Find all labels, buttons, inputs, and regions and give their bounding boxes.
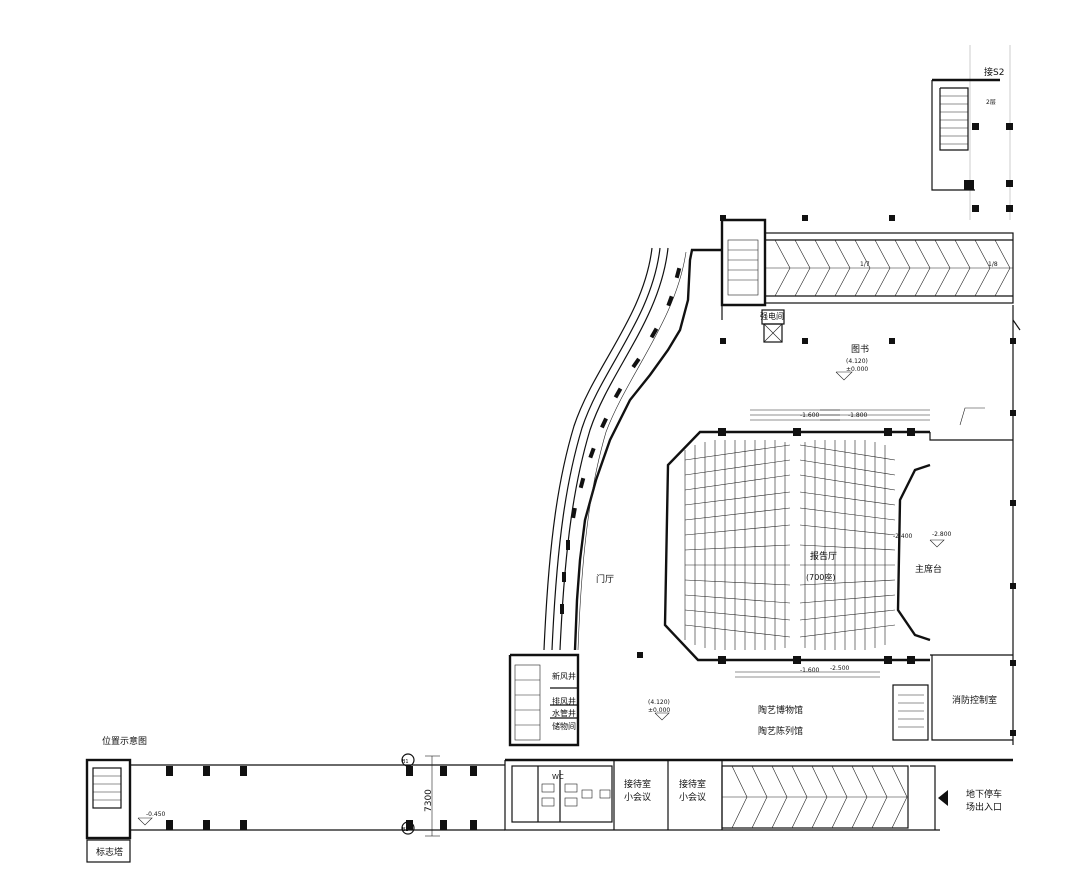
gallery-label: 陶艺陈列馆 bbox=[758, 725, 803, 737]
axis-marker-b: B2 bbox=[402, 827, 409, 833]
power-room-label: 强电间 bbox=[760, 311, 784, 321]
meeting-1-label: 小会议 bbox=[624, 791, 651, 803]
museum-elevation-base: ±0.000 bbox=[648, 707, 670, 714]
landmark-tower: 位置示意图 标志塔 -0.450 bbox=[85, 735, 166, 863]
water-pipe-label: 水管井 bbox=[552, 708, 576, 718]
upper-core: 强电间 bbox=[720, 218, 785, 343]
location-map-title: 位置示意图 bbox=[102, 735, 147, 747]
wc-label: WC bbox=[552, 773, 564, 781]
fresh-air-label: 新风井 bbox=[552, 671, 576, 681]
level-bottom-left: -1.600 bbox=[800, 667, 820, 674]
museum-elevation: (4.120) bbox=[648, 699, 670, 706]
upper-ramp: 1/7 1/8 bbox=[764, 232, 1014, 304]
span-dimension: 7300 bbox=[424, 789, 434, 812]
level-bottom-mid: -2.500 bbox=[830, 665, 850, 672]
stage-level-2: -2.800 bbox=[932, 531, 952, 538]
tower-level: -0.450 bbox=[146, 811, 166, 818]
auditorium bbox=[663, 428, 1013, 664]
ramp-slope-1: 1/7 bbox=[860, 261, 870, 268]
curved-facade bbox=[543, 247, 687, 651]
hall-lower-steps: -1.600 -2.500 bbox=[735, 665, 880, 678]
garage-label-2: 场出入口 bbox=[966, 801, 1002, 813]
tower-label: 标志塔 bbox=[96, 846, 123, 858]
lobby-label: 门厅 bbox=[596, 573, 614, 585]
books-elevation-base: ±0.000 bbox=[846, 366, 868, 373]
garage-label-1: 地下停车 bbox=[966, 788, 1002, 800]
museum-label: 陶艺博物馆 bbox=[758, 704, 803, 716]
ramp-slope-2: 1/8 bbox=[988, 261, 998, 268]
reception-1-label: 接待室 bbox=[624, 778, 651, 790]
hall-label: 报告厅 bbox=[810, 550, 837, 562]
storage-label: 储物间 bbox=[552, 721, 576, 731]
axis-marker-a: B1 bbox=[402, 759, 409, 765]
bottom-rooms: WC 接待室 小会议 接待室 小会议 bbox=[504, 758, 1013, 831]
exhaust-label: 排风井 bbox=[552, 696, 576, 706]
books-elevation: (4.120) bbox=[846, 358, 868, 365]
hall-upper-steps: -1.600 -1.800 bbox=[750, 407, 985, 426]
hall-seats-label: (700座) bbox=[806, 572, 836, 582]
books-label: 图书 bbox=[851, 344, 869, 355]
stair-dim-label: 2层 bbox=[986, 99, 996, 106]
level-top-mid: -1.800 bbox=[848, 412, 868, 419]
garage-entrance: 地下停车 场出入口 bbox=[938, 788, 1002, 813]
level-marker bbox=[835, 371, 853, 381]
lower-ramp bbox=[721, 765, 936, 830]
service-shafts: 新风井 排风井 水管井 储物间 bbox=[508, 653, 580, 747]
fire-control-room: 消防控制室 bbox=[892, 655, 1013, 741]
meeting-2-label: 小会议 bbox=[679, 791, 706, 803]
stair-link-label: 接S2 bbox=[984, 66, 1004, 78]
stage-level-1: -2.400 bbox=[893, 533, 913, 540]
seating-left bbox=[684, 440, 791, 650]
left-corridor: 7300 B1 B2 bbox=[130, 753, 505, 837]
stage-label: 主席台 bbox=[915, 563, 942, 575]
building-outline bbox=[573, 248, 1021, 745]
reception-2-label: 接待室 bbox=[679, 778, 706, 790]
structural-columns bbox=[637, 215, 1016, 736]
upper-stair-fragment: 接S2 2层 bbox=[931, 45, 1013, 220]
level-top-left: -1.600 bbox=[800, 412, 820, 419]
fire-control-label: 消防控制室 bbox=[952, 694, 997, 706]
seating-right bbox=[799, 440, 896, 650]
